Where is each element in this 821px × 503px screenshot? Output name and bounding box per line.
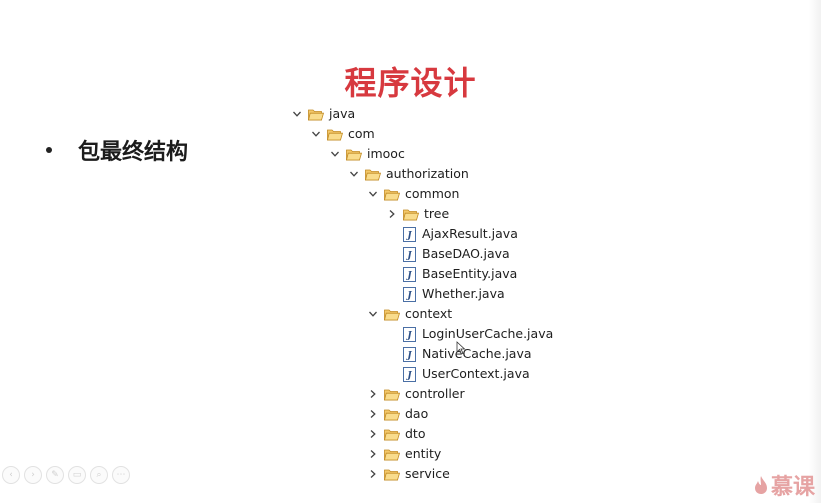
folder-open-icon: [364, 168, 382, 181]
java-file-icon: J: [403, 226, 416, 242]
tree-item[interactable]: J AjaxResult.java: [385, 224, 518, 244]
chevron-down-icon[interactable]: [309, 127, 323, 141]
tree-item[interactable]: entity: [366, 444, 441, 464]
chevron-right-icon[interactable]: [385, 207, 399, 221]
tree-item[interactable]: J BaseDAO.java: [385, 244, 510, 264]
tree-item-label: BaseDAO.java: [422, 246, 510, 261]
folder-open-icon: [383, 388, 401, 401]
tree-item-label: com: [348, 126, 375, 141]
tree-item[interactable]: common: [366, 184, 459, 204]
tree-item-label: UserContext.java: [422, 366, 530, 381]
chevron-down-icon[interactable]: [366, 187, 380, 201]
svg-text:J: J: [405, 251, 412, 261]
slide-toolbar: ‹ › ✎ ▭ ⌕ ⋯: [2, 466, 130, 484]
slide-edge: [809, 0, 821, 503]
tree-item-label: java: [329, 106, 356, 121]
bullet-item: 包最终结构: [46, 134, 188, 166]
folder-open-icon: [307, 108, 325, 121]
tree-item-label: imooc: [367, 146, 405, 161]
chevron-down-icon[interactable]: [347, 167, 361, 181]
tree-item-label: LoginUserCache.java: [422, 326, 554, 341]
tree-item[interactable]: J LoginUserCache.java: [385, 324, 553, 344]
tree-item-label: service: [405, 466, 450, 481]
chevron-right-icon[interactable]: [366, 407, 380, 421]
edit-icon[interactable]: ✎: [46, 466, 64, 484]
tree-item-label: BaseEntity.java: [422, 266, 518, 281]
tree-item[interactable]: J BaseEntity.java: [385, 264, 517, 284]
java-file-icon: J: [403, 286, 416, 302]
brand-logo: 慕课: [753, 469, 815, 501]
flame-icon: [754, 476, 767, 494]
java-file-icon: J: [403, 326, 416, 342]
bullet-text: 包最终结构: [78, 140, 189, 165]
tree-item[interactable]: authorization: [347, 164, 469, 184]
tree-item-label: context: [405, 306, 453, 321]
folder-open-icon: [383, 308, 401, 321]
svg-text:J: J: [405, 291, 412, 301]
tree-item[interactable]: context: [366, 304, 452, 324]
brand-text: 慕课: [770, 475, 815, 500]
chevron-down-icon[interactable]: [328, 147, 342, 161]
folder-open-icon: [383, 408, 401, 421]
chevron-right-icon[interactable]: [366, 387, 380, 401]
java-file-icon: J: [403, 266, 416, 282]
chevron-down-icon[interactable]: [290, 107, 304, 121]
svg-text:J: J: [405, 351, 412, 361]
folder-open-icon: [383, 448, 401, 461]
java-file-icon: J: [403, 246, 416, 262]
tree-item[interactable]: com: [309, 124, 375, 144]
tree-item[interactable]: imooc: [328, 144, 405, 164]
tree-item-label: AjaxResult.java: [422, 226, 518, 241]
tree-item-label: NativeCache.java: [422, 346, 532, 361]
chevron-right-icon[interactable]: [366, 467, 380, 481]
tree-item-label: authorization: [386, 166, 469, 181]
more-icon[interactable]: ⋯: [112, 466, 130, 484]
folder-open-icon: [383, 188, 401, 201]
tree-item-label: dto: [405, 426, 426, 441]
tree-item[interactable]: tree: [385, 204, 449, 224]
tree-item-label: controller: [405, 386, 465, 401]
next-icon[interactable]: ›: [24, 466, 42, 484]
java-file-icon: J: [403, 366, 416, 382]
folder-open-icon: [383, 468, 401, 481]
chevron-down-icon[interactable]: [366, 307, 380, 321]
tree-item-label: common: [405, 186, 460, 201]
previous-icon[interactable]: ‹: [2, 466, 20, 484]
tree-item[interactable]: controller: [366, 384, 465, 404]
chevron-right-icon[interactable]: [366, 447, 380, 461]
slide-title: 程序设计: [344, 64, 477, 102]
chevron-right-icon[interactable]: [366, 427, 380, 441]
tree-item[interactable]: java: [290, 104, 355, 124]
tree-item[interactable]: J UserContext.java: [385, 364, 530, 384]
mouse-cursor-icon: [456, 341, 466, 355]
tree-item-label: Whether.java: [422, 286, 505, 301]
tree-item[interactable]: service: [366, 464, 450, 484]
folder-open-icon: [402, 208, 420, 221]
tree-item[interactable]: J NativeCache.java: [385, 344, 532, 364]
tree-item-label: tree: [424, 206, 450, 221]
tree-item[interactable]: dto: [366, 424, 425, 444]
folder-open-icon: [326, 128, 344, 141]
tree-item[interactable]: dao: [366, 404, 428, 424]
folder-open-icon: [383, 428, 401, 441]
svg-text:J: J: [405, 271, 412, 281]
tree-item-label: entity: [405, 446, 442, 461]
bullet-dot: [46, 147, 52, 153]
svg-text:J: J: [405, 331, 412, 341]
tree-item-label: dao: [405, 406, 429, 421]
tree-item[interactable]: J Whether.java: [385, 284, 505, 304]
java-file-icon: J: [403, 346, 416, 362]
svg-text:J: J: [405, 231, 412, 241]
zoom-icon[interactable]: ⌕: [90, 466, 108, 484]
folder-open-icon: [345, 148, 363, 161]
screen-icon[interactable]: ▭: [68, 466, 86, 484]
svg-text:J: J: [405, 371, 412, 381]
